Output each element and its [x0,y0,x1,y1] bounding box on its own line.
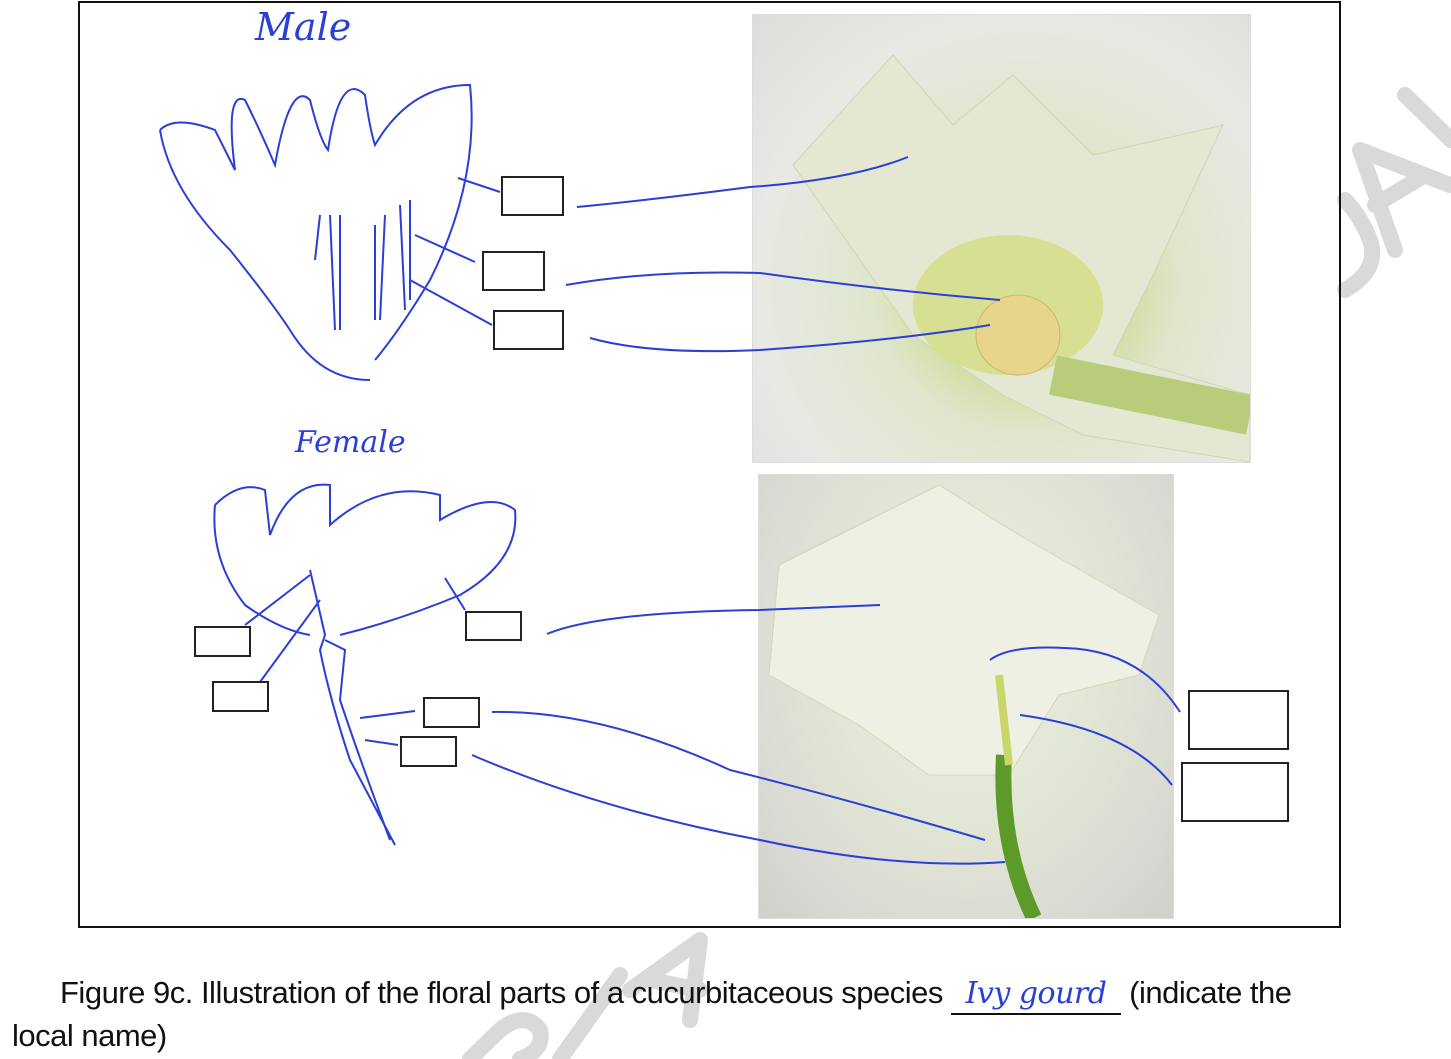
male-flower-drawing [159,83,473,381]
stamens-drawing [314,200,411,331]
label-box[interactable] [465,611,522,641]
label-box[interactable] [212,681,269,712]
female-flower-shape [768,484,1160,918]
label-box[interactable] [1188,690,1289,750]
watermark-fragment-right [1337,87,1451,298]
label-box[interactable] [1181,762,1289,822]
male-label: Male [255,5,352,49]
local-name-answer[interactable]: Ivy gourd [951,975,1122,1015]
label-box[interactable] [482,251,545,291]
female-flower-photo [758,474,1174,919]
caption-text: Figure 9c. Illustration of the floral pa… [60,975,943,1010]
watermark-fragment-bottom [462,932,708,1059]
female-flower-drawing [213,483,517,846]
label-box[interactable] [501,176,564,216]
label-box[interactable] [493,310,564,350]
leader-lines [471,156,1181,865]
label-box[interactable] [400,736,457,767]
caption-line2: local name) [12,1018,167,1053]
female-label: Female [295,425,406,460]
figure-frame [78,1,1341,928]
figure-caption: Figure 9c. Illustration of the floral pa… [12,972,1451,1057]
caption-suffix: (indicate the [1121,975,1292,1010]
label-box[interactable] [194,626,251,657]
label-box[interactable] [423,697,480,728]
